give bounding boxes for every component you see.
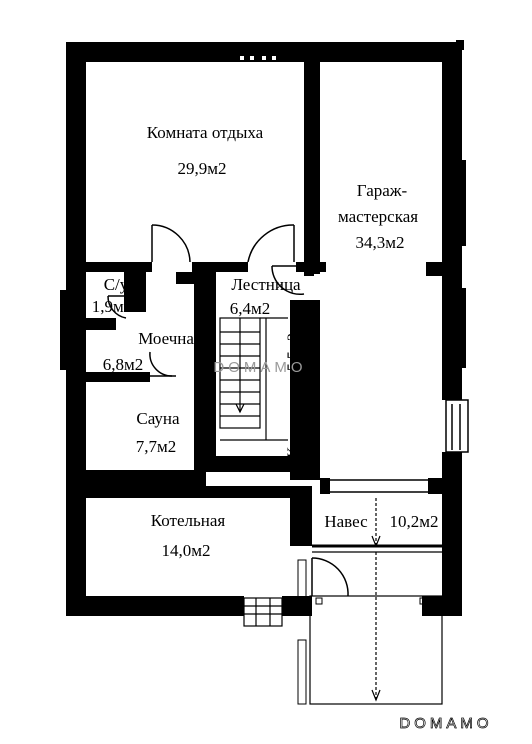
garage-name-line1: Гараж-: [357, 181, 408, 200]
sauna-area: 7,7м2: [136, 437, 177, 456]
garage-name-line2: мастерская: [338, 207, 418, 226]
top-window-marks: [240, 56, 276, 60]
lounge-area: 29,9м2: [177, 159, 226, 178]
storage-area: 5,5м2: [285, 333, 302, 371]
wc-area: 1,9м2: [92, 297, 133, 316]
watermark-center: DOMAMO: [213, 359, 306, 376]
staircase: [219, 317, 288, 441]
outer-walls: [66, 40, 464, 616]
door-swings: [107, 224, 349, 597]
right-wall-windows: [60, 160, 466, 370]
watermark-corner: DOMAMO: [399, 715, 492, 732]
storage-name: Кладовая: [285, 394, 302, 458]
canopy-area: 10,2м2: [389, 512, 438, 531]
stairs-name: Лестница: [231, 275, 301, 294]
boiler-name: Котельная: [151, 511, 226, 530]
canopy: [297, 498, 443, 705]
boiler-area: 14,0м2: [161, 541, 210, 560]
canopy-name: Навес: [324, 512, 368, 531]
entry-steps: [243, 597, 283, 627]
garage-door: [330, 479, 428, 493]
lounge-name: Комната отдыха: [147, 123, 264, 142]
washroom-area: 6,8м2: [103, 355, 144, 374]
inner-walls: [66, 62, 442, 546]
wc-name: С/у: [104, 275, 129, 294]
sauna-name: Сауна: [136, 409, 180, 428]
garage-area: 34,3м2: [355, 233, 404, 252]
washroom-name: Моечная: [138, 329, 202, 348]
garage-side-door: [445, 399, 469, 453]
stairs-area: 6,4м2: [230, 299, 271, 318]
